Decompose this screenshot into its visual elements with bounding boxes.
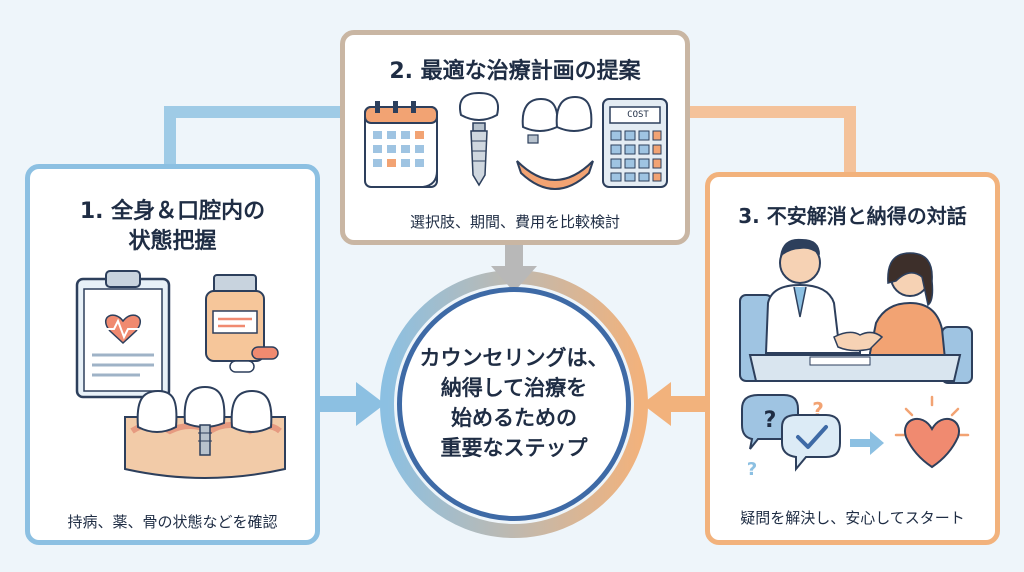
svg-text:?: ? <box>812 398 824 422</box>
step1-title-line1: 1. 全身＆口腔内の <box>79 199 266 224</box>
step2-caption: 選択肢、期間、費用を比較検討 <box>409 213 620 231</box>
implant-icon <box>459 91 499 187</box>
denture-icon <box>516 95 594 190</box>
svg-text:?: ? <box>747 459 757 480</box>
step3-illustration: ? ? ? <box>739 238 973 480</box>
check-bubble-icon <box>781 414 841 472</box>
step1-card: 1. 全身＆口腔内の 状態把握 <box>25 164 320 545</box>
calendar-icon <box>364 101 438 188</box>
center-line-3: 始めるための <box>451 406 577 430</box>
step3-title: 3. 不安解消と納得の対話 <box>738 204 967 228</box>
step3-card: 3. 不安解消と納得の対話 <box>705 172 1000 545</box>
step1-caption: 持病、薬、骨の状態などを確認 <box>67 513 278 531</box>
svg-text:?: ? <box>764 408 777 433</box>
center-line-2: 納得して治療を <box>440 376 588 401</box>
small-arrow-icon <box>850 431 884 455</box>
step2-title: 2. 最適な治療計画の提案 <box>389 59 641 84</box>
center-line-4: 重要なステップ <box>440 435 588 460</box>
center-message: カウンセリングは、 納得して治療を 始めるための 重要なステップ <box>402 292 626 516</box>
step1-illustration <box>75 270 286 479</box>
step2-illustration <box>364 91 668 190</box>
clipboard-icon <box>75 270 171 399</box>
connector-step1-step2 <box>164 106 351 184</box>
pill-bottle-icon <box>205 274 279 373</box>
step1-title-line2: 状態把握 <box>128 228 217 254</box>
teeth-implant-icon <box>124 385 286 479</box>
doctor-patient-scene <box>739 238 973 384</box>
arrow-left-icon <box>642 382 712 426</box>
connector-step2-step3 <box>682 106 856 184</box>
step3-caption: 疑問を解決し、安心してスタート <box>740 509 965 527</box>
heart-icon <box>894 395 970 469</box>
calculator-label: COST <box>627 110 649 120</box>
arrow-down-icon <box>491 240 537 292</box>
center-line-1: カウンセリングは、 <box>419 346 609 371</box>
center-circle: カウンセリングは、 納得して治療を 始めるための 重要なステップ <box>397 287 631 521</box>
calculator-icon <box>602 98 668 188</box>
step2-card: 2. 最適な治療計画の提案 <box>340 30 690 245</box>
step1-title: 1. 全身＆口腔内の 状態把握 <box>30 197 315 256</box>
arrow-right-icon <box>315 382 385 426</box>
